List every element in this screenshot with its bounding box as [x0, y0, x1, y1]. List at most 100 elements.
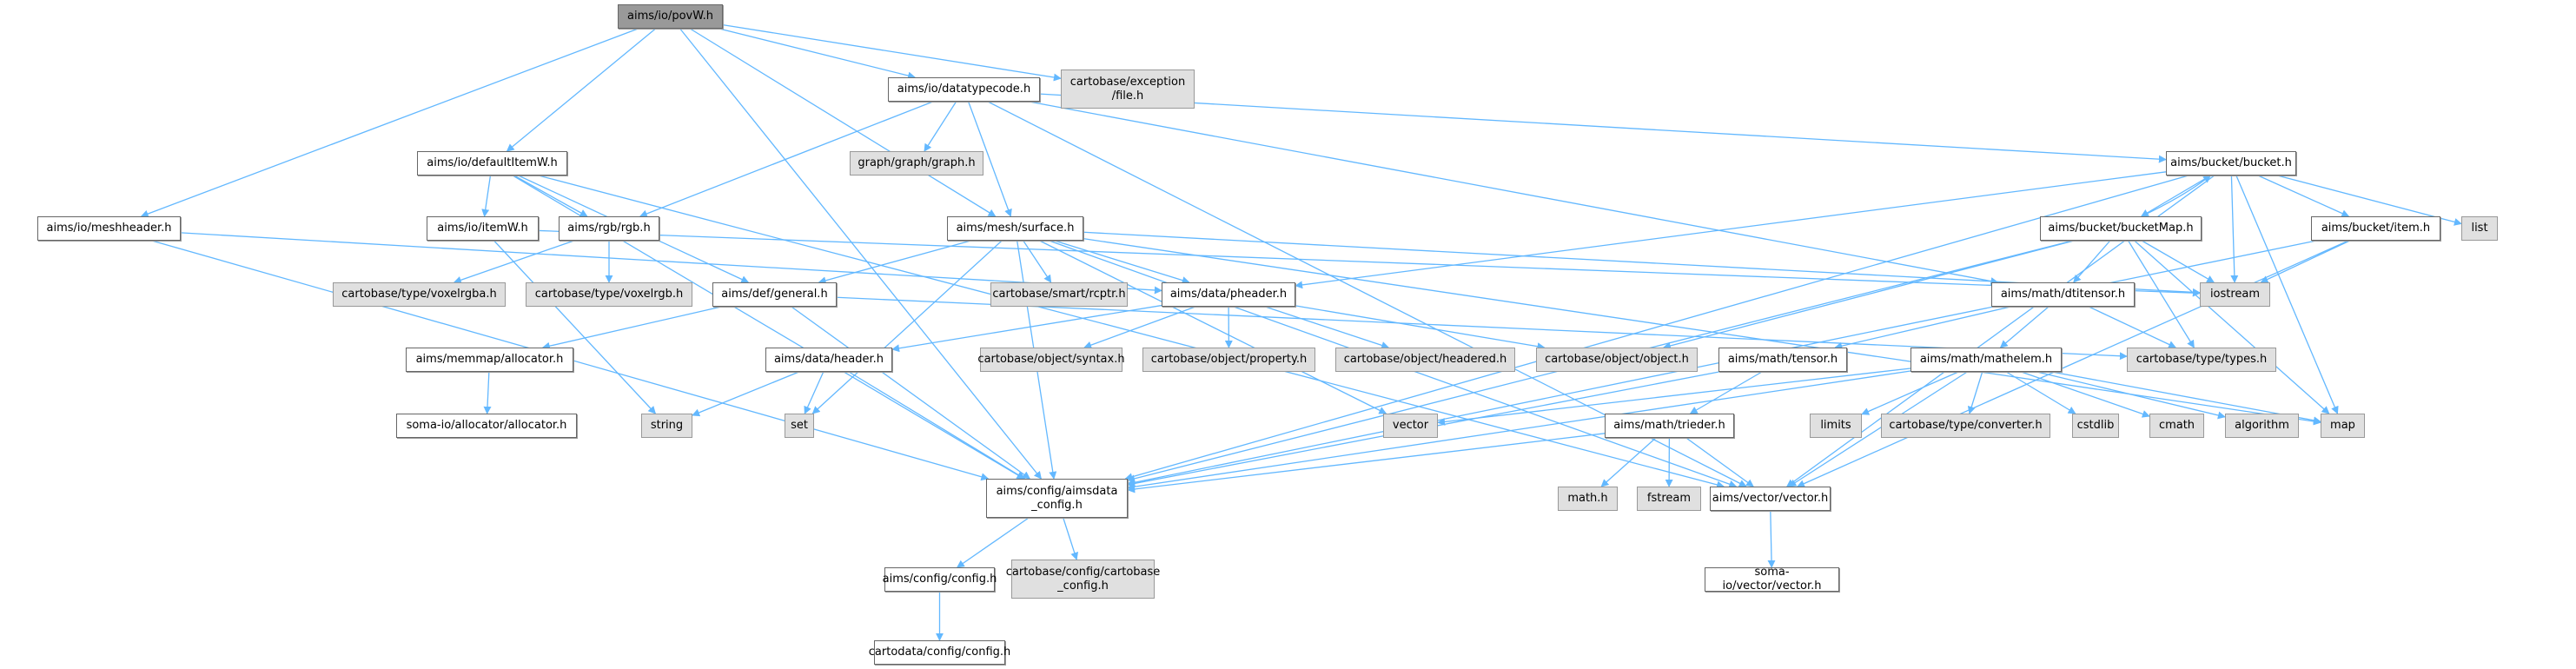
edge-general-to-aimsdata_config: [791, 306, 1031, 480]
edge-rgb-to-voxelrgba: [453, 240, 574, 284]
node-aimsdata-config[interactable]: aims/config/aimsdata _config.h: [986, 479, 1128, 518]
node-pheader[interactable]: aims/data/pheader.h: [1162, 282, 1295, 307]
node-label: map: [2330, 419, 2355, 432]
edge-bucket-to-aimsdata_config: [1124, 175, 2189, 481]
node-set: set: [785, 414, 814, 438]
edge-tensor-to-trieder: [1689, 371, 1763, 414]
node-algorithm: algorithm: [2225, 414, 2299, 438]
node-label: aims/data/pheader.h: [1169, 288, 1288, 301]
edge-memmap_allocator-to-soma_allocator: [483, 371, 492, 414]
node-syntax: cartobase/object/syntax.h: [977, 348, 1125, 372]
edge-general-to-memmap_allocator: [541, 306, 722, 350]
edge-itemW-to-string: [493, 240, 657, 414]
node-memmap-allocator[interactable]: aims/memmap/allocator.h: [406, 348, 573, 372]
edge-bucketMap-to-map: [2134, 240, 2330, 414]
edge-defaultItemW-to-rgb: [513, 175, 588, 217]
node-label: aims/io/povW.h: [627, 10, 713, 23]
node-label: aims/memmap/allocator.h: [415, 353, 564, 366]
node-label: aims/io/meshheader.h: [46, 222, 172, 235]
edge-defaultItemW-to-itemW: [481, 175, 492, 217]
edge-bucket-to-iostream: [2230, 175, 2239, 283]
node-tensor[interactable]: aims/math/tensor.h: [1718, 348, 1847, 372]
node-label: cartobase/type/converter.h: [1889, 419, 2043, 432]
edge-header-to-string: [692, 371, 799, 417]
node-soma-allocator[interactable]: soma-io/allocator/allocator.h: [396, 414, 577, 438]
edge-mathelem-to-aimsdata_config: [1127, 370, 1911, 491]
node-converter: cartobase/type/converter.h: [1881, 414, 2050, 438]
node-label: cartobase/type/types.h: [2136, 353, 2268, 366]
edge-trieder-to-aimsdata_config: [1127, 433, 1606, 493]
node-voxelrgba: cartobase/type/voxelrgba.h: [333, 282, 506, 307]
edge-surface-to-rcptr: [1023, 240, 1052, 283]
edge-itemW-to-iostream: [538, 229, 2201, 297]
node-label: aims/rgb/rgb.h: [567, 222, 651, 235]
node-bucket[interactable]: aims/bucket/bucket.h: [2166, 151, 2296, 176]
node-label: cmath: [2158, 419, 2195, 432]
node-label: aims/config/config.h: [882, 573, 997, 586]
node-label: soma-io/vector/vector.h: [1722, 566, 1822, 593]
node-label: aims/io/itemW.h: [437, 222, 528, 235]
node-iostream: iostream: [2200, 282, 2270, 307]
node-soma-vector[interactable]: soma-io/vector/vector.h: [1705, 566, 1839, 593]
node-label: string: [650, 419, 684, 432]
edge-bucketMap-to-bucket: [2141, 175, 2211, 217]
edge-surface-to-general: [818, 240, 971, 285]
node-rgb[interactable]: aims/rgb/rgb.h: [559, 216, 659, 241]
node-aims-config[interactable]: aims/config/config.h: [882, 567, 997, 592]
edge-surface-to-pheader: [1054, 240, 1190, 284]
edge-bucketMap-to-types: [2128, 240, 2195, 348]
node-defaultItemW[interactable]: aims/io/defaultItemW.h: [417, 151, 567, 176]
edge-pheader-to-header: [891, 304, 1162, 353]
edge-pheader-to-object: [1295, 305, 1546, 351]
node-meshheader[interactable]: aims/io/meshheader.h: [37, 216, 181, 241]
node-bucket-item[interactable]: aims/bucket/item.h: [2311, 216, 2440, 241]
node-label: math.h: [1567, 492, 1608, 505]
edge-trieder-to-aims_vector: [1685, 437, 1754, 487]
edge-aimsdata_config-to-cartobase_config: [1063, 517, 1079, 560]
edge-mathelem-to-vector: [1437, 368, 1911, 426]
node-trieder[interactable]: aims/math/trieder.h: [1605, 414, 1734, 438]
edge-dtitensor-to-types: [2088, 306, 2177, 348]
edge-surface-to-vector: [1039, 240, 1387, 414]
node-label: aims/bucket/bucket.h: [2170, 156, 2292, 169]
node-label: cartobase/object/object.h: [1545, 353, 1689, 366]
edge-header-to-aimsdata_config: [848, 371, 1026, 480]
edge-bucket-to-pheader: [1295, 171, 2167, 289]
node-label: aims/math/mathelem.h: [1919, 353, 2053, 366]
node-label: set: [791, 419, 808, 432]
edge-surface-to-set: [811, 240, 1003, 414]
node-header[interactable]: aims/data/header.h: [765, 348, 892, 372]
node-povW[interactable]: aims/io/povW.h: [618, 4, 723, 29]
edge-datatypecode-to-bucket: [1039, 93, 2167, 163]
node-itemW[interactable]: aims/io/itemW.h: [427, 216, 539, 241]
node-label: aims/math/trieder.h: [1613, 419, 1725, 432]
node-label: soma-io/allocator/allocator.h: [406, 419, 567, 432]
node-map: map: [2321, 414, 2365, 438]
edge-bucket-to-bucketMap: [2140, 175, 2211, 217]
node-bucketMap[interactable]: aims/bucket/bucketMap.h: [2040, 216, 2202, 241]
node-math-h: math.h: [1558, 487, 1618, 511]
node-graph: graph/graph/graph.h: [850, 151, 983, 176]
edge-header-to-set: [804, 371, 824, 414]
edge-povW-to-datatypecode: [718, 28, 917, 80]
node-cstdlib: cstdlib: [2072, 414, 2119, 438]
node-fstream: fstream: [1637, 487, 1701, 511]
node-cartodata-config[interactable]: cartodata/config/config.h: [869, 640, 1010, 665]
edge-bucketMap-to-dtitensor: [2073, 240, 2111, 283]
node-surface[interactable]: aims/mesh/surface.h: [947, 216, 1083, 241]
node-mathelem[interactable]: aims/math/mathelem.h: [1910, 348, 2062, 372]
node-dtitensor[interactable]: aims/math/dtitensor.h: [1991, 282, 2135, 307]
node-aims-vector[interactable]: aims/vector/vector.h: [1710, 487, 1831, 511]
edge-dtitensor-to-tensor: [1834, 306, 2011, 350]
edge-datatypecode-to-rgb: [639, 101, 933, 218]
node-label: fstream: [1646, 492, 1692, 505]
node-rcptr: cartobase/smart/rcptr.h: [990, 282, 1128, 307]
node-general[interactable]: aims/def/general.h: [712, 282, 837, 307]
node-label: aims/config/aimsdata _config.h: [996, 484, 1118, 512]
node-label: cartobase/object/syntax.h: [977, 353, 1125, 366]
node-datatypecode[interactable]: aims/io/datatypecode.h: [888, 77, 1040, 102]
node-types: cartobase/type/types.h: [2127, 348, 2276, 372]
node-exception-file: cartobase/exception /file.h: [1061, 70, 1195, 109]
node-label: cstdlib: [2076, 419, 2115, 432]
